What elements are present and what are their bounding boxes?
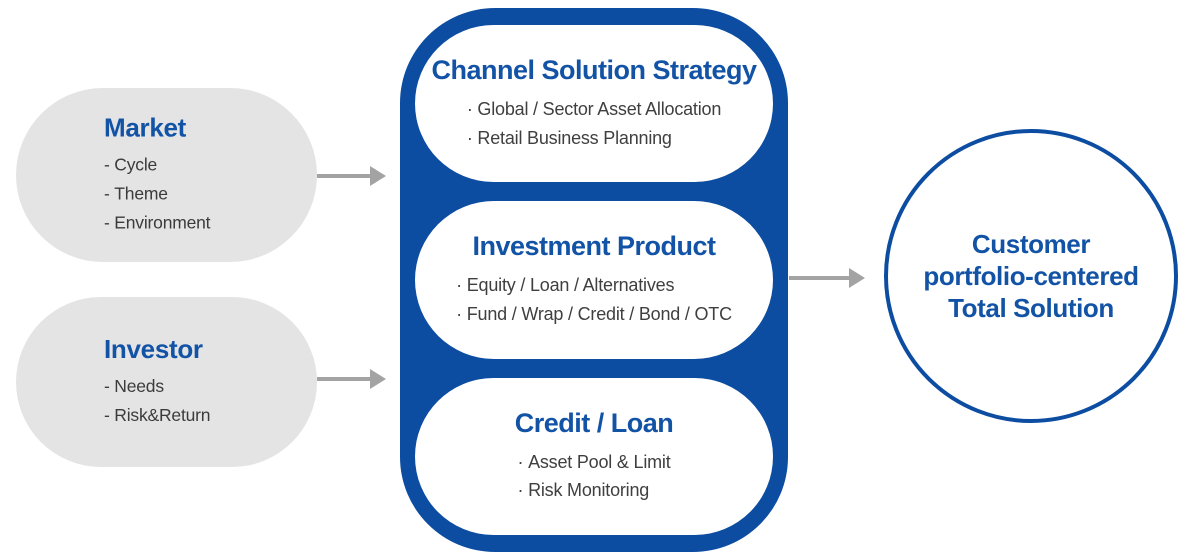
arrow-investor-to-center-icon xyxy=(317,377,370,381)
section-credit-loan: Credit / Loan Asset Pool & Limit Risk Mo… xyxy=(415,377,773,535)
bullet-retail-business-planning: Retail Business Planning xyxy=(467,124,721,153)
market-item-cycle: Cycle xyxy=(104,151,210,180)
total-solution-circle: Customer portfolio-centered Total Soluti… xyxy=(884,129,1178,423)
section-bullets: Asset Pool & Limit Risk Monitoring xyxy=(517,448,671,505)
market-title: Market xyxy=(104,112,187,143)
bullet-asset-pool-limit: Asset Pool & Limit xyxy=(517,448,671,477)
market-content: Market Cycle Theme Environment xyxy=(104,112,211,238)
section-bullets: Equity / Loan / Alternatives Fund / Wrap… xyxy=(456,271,732,328)
section-title: Investment Product xyxy=(472,231,716,262)
investor-title: Investor xyxy=(104,334,203,364)
total-solution-line-1: Customer xyxy=(971,229,1091,259)
total-solution-line-2: portfolio-centered xyxy=(923,261,1139,291)
market-item-theme: Theme xyxy=(104,180,210,209)
section-investment-product: Investment Product Equity / Loan / Alter… xyxy=(415,201,773,359)
total-solution-line-3: Total Solution xyxy=(948,293,1114,323)
bullet-risk-monitoring: Risk Monitoring xyxy=(517,476,670,505)
investor-content: Investor Needs Risk&Return xyxy=(104,334,211,430)
process-container: Channel Solution Strategy Global / Secto… xyxy=(400,8,788,552)
section-channel-solution-strategy: Channel Solution Strategy Global / Secto… xyxy=(415,25,773,183)
bullet-fund-wrap-credit-bond-otc: Fund / Wrap / Credit / Bond / OTC xyxy=(456,300,732,329)
investor-item-needs: Needs xyxy=(104,372,210,401)
section-bullets: Global / Sector Asset Allocation Retail … xyxy=(467,95,721,152)
market-item-environment: Environment xyxy=(104,209,210,238)
market-group: Market Cycle Theme Environment xyxy=(16,88,317,262)
section-title: Credit / Loan xyxy=(514,407,674,438)
section-title: Channel Solution Strategy xyxy=(431,55,757,86)
investor-item-risk-return: Risk&Return xyxy=(104,401,210,430)
total-solution-text: Customer portfolio-centered Total Soluti… xyxy=(923,228,1139,324)
investor-group: Investor Needs Risk&Return xyxy=(16,297,317,467)
arrow-center-to-solution-icon xyxy=(789,276,849,280)
bullet-global-sector-asset-allocation: Global / Sector Asset Allocation xyxy=(467,95,721,124)
arrow-market-to-center-icon xyxy=(317,174,370,178)
bullet-equity-loan-alternatives: Equity / Loan / Alternatives xyxy=(456,271,732,300)
